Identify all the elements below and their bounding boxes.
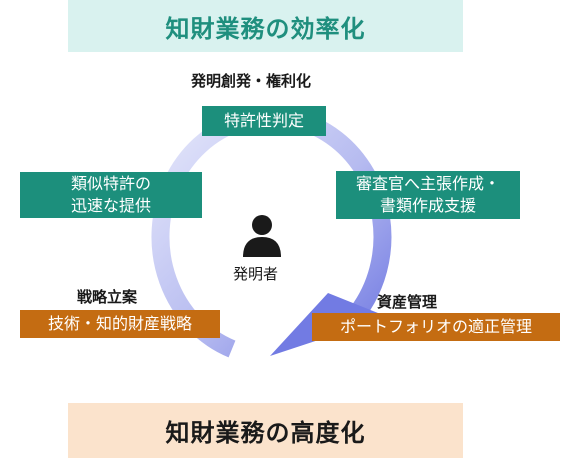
heading-invention: 発明創発・権利化 [191,72,312,90]
top-banner: 知財業務の効率化 [68,0,463,52]
box-patentability: 特許性判定 [202,106,326,136]
box-examiner-support-line1: 審査官へ主張作成・ [355,174,500,193]
heading-strategy: 戦略立案 [77,288,138,306]
box-examiner-support: 審査官へ主張作成・ 書類作成支援 [336,171,520,219]
heading-asset-management: 資産管理 [377,293,438,311]
box-tech-ip-strategy-text: 技術・知的財産戦略 [47,314,192,333]
box-portfolio-management: ポートフォリオの適正管理 [312,313,560,341]
box-similar-patents: 類似特許の 迅速な提供 [20,172,202,218]
person-icon [243,215,281,257]
bottom-banner: 知財業務の高度化 [68,403,463,458]
box-patentability-text: 特許性判定 [223,111,304,130]
box-tech-ip-strategy: 技術・知的財産戦略 [20,310,220,338]
box-portfolio-management-text: ポートフォリオの適正管理 [339,317,532,336]
box-similar-patents-line1: 類似特許の [70,174,151,193]
box-examiner-support-line2: 書類作成支援 [379,196,476,215]
inventor-label: 発明者 [233,265,279,283]
box-similar-patents-line2: 迅速な提供 [70,196,151,215]
